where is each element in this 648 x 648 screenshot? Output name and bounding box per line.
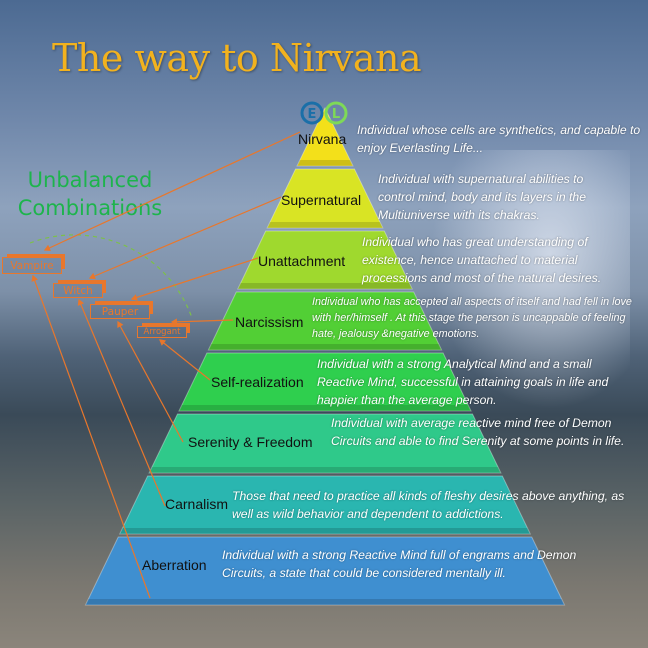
logo-e: E — [308, 107, 317, 122]
desc-serenity-freedom: Individual with average reactive mind fr… — [331, 416, 625, 448]
level-aberration: Aberration — [142, 557, 207, 573]
pyramid-band-shade-5 — [149, 467, 501, 473]
combo-arrogant: Arrogant — [137, 326, 187, 338]
pyramid-band-4 — [178, 352, 472, 412]
level-serenity-freedom: Serenity & Freedom — [188, 434, 313, 450]
level-supernatural: Supernatural — [281, 192, 362, 208]
connector-arrow-3 — [171, 319, 234, 323]
arrowhead-6 — [117, 320, 124, 329]
pyramid-band-2 — [236, 230, 414, 290]
desc-nirvana: Individual whose cells are synthetics, a… — [357, 123, 641, 155]
desc-aberration: Individual with a strong Reactive Mind f… — [222, 548, 577, 580]
desc-carnalism: Those that need to practice all kinds of… — [232, 489, 625, 521]
pyramid-band-shade-2 — [237, 283, 413, 289]
connector-arrow-2 — [131, 257, 259, 300]
pyramid-band-0 — [296, 106, 354, 167]
logo-l-ring — [324, 101, 348, 125]
level-narcissism: Narcissism — [235, 314, 304, 330]
el-logo: E L — [300, 101, 348, 125]
pyramid-band-7 — [84, 536, 566, 606]
arrowhead-1 — [88, 272, 96, 280]
arrowhead-2 — [130, 294, 138, 301]
desc-unattachment: Individual who has great understanding o… — [362, 235, 602, 285]
level-self-realization: Self-realization — [211, 374, 304, 390]
combo-witch: Witch — [53, 283, 103, 298]
connector-arrow-0 — [44, 131, 301, 251]
desc-narcissism: Individual who has accepted all aspects … — [312, 296, 632, 340]
pyramid-band-6 — [118, 475, 532, 535]
combo-vampire: Vampire — [2, 257, 62, 274]
pyramid-band-shade-3 — [208, 344, 442, 350]
level-unattachment: Unattachment — [258, 253, 346, 269]
connector-arrow-7 — [159, 339, 211, 381]
desc-supernatural: Individual with supernatural abilities t… — [378, 172, 586, 222]
level-nirvana: Nirvana — [298, 131, 347, 147]
pyramid-band-shade-6 — [119, 528, 531, 534]
arrowhead-5 — [77, 298, 85, 306]
dashed-arc — [29, 234, 193, 319]
pyramid-band-shade-0 — [297, 160, 353, 166]
pyramid-band-5 — [148, 413, 502, 474]
arrowhead-0 — [43, 244, 51, 251]
pyramid-band-1 — [266, 168, 384, 229]
arrowhead-3 — [170, 318, 178, 326]
connector-arrow-5 — [78, 299, 166, 507]
pyramid-band-shade-4 — [178, 405, 472, 411]
unbalanced-combinations-label: Unbalanced Combinations — [17, 168, 163, 220]
connector-arrow-6 — [117, 321, 184, 443]
background-sunlight — [430, 150, 630, 410]
connector-arrow-4 — [32, 275, 151, 599]
logo-e-ring — [300, 101, 324, 125]
level-carnalism: Carnalism — [165, 496, 229, 512]
logo-l: L — [332, 107, 340, 122]
pyramid-band-shade-7 — [85, 599, 565, 605]
arrowhead-4 — [31, 274, 38, 282]
pyramid-band-3 — [207, 291, 443, 351]
connector-arrow-1 — [89, 196, 282, 279]
page-title: The way to Nirvana — [52, 36, 422, 80]
arrowhead-7 — [159, 339, 167, 346]
pyramid-band-shade-1 — [267, 222, 383, 228]
desc-self-realization: Individual with a strong Analytical Mind… — [317, 357, 609, 407]
combo-pauper: Pauper — [90, 304, 150, 319]
